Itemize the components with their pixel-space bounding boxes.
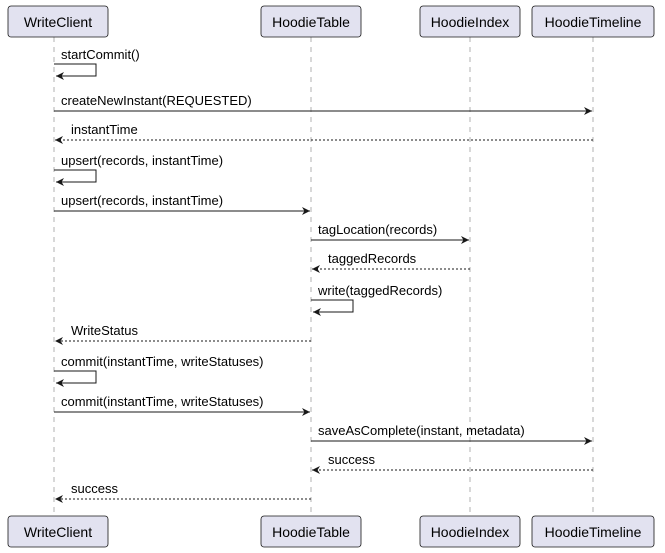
self-message-arrow [311,299,354,316]
message-1: startCommit() [54,47,140,80]
participant-bottom-tl: HoodieTimeline [531,515,655,548]
message-label: saveAsComplete(instant, metadata) [318,423,525,438]
message-9: WriteStatus [55,323,311,345]
message-label: write(taggedRecords) [317,283,442,298]
message-6: tagLocation(records) [311,222,469,244]
message-3: instantTime [55,122,593,144]
message-5: upsert(records, instantTime) [54,193,310,215]
message-label: createNewInstant(REQUESTED) [61,93,252,108]
message-label: success [71,481,118,496]
message-label: startCommit() [61,47,140,62]
participant-top-tl: HoodieTimeline [531,5,655,38]
message-label: upsert(records, instantTime) [61,153,223,168]
self-message-arrow [54,63,97,80]
participant-bottom-wc: WriteClient [7,515,109,548]
participant-top-ht: HoodieTable [260,5,362,38]
message-label: WriteStatus [71,323,138,338]
participant-top-wc: WriteClient [7,5,109,38]
message-label: success [328,452,375,467]
participant-label: WriteClient [24,14,92,30]
message-label: commit(instantTime, writeStatuses) [61,354,264,369]
message-2: createNewInstant(REQUESTED) [54,93,592,115]
message-10: commit(instantTime, writeStatuses) [54,354,264,387]
participant-label: HoodieTimeline [545,14,642,30]
participant-label: HoodieTable [272,524,350,540]
message-7: taggedRecords [312,251,470,273]
message-12: saveAsComplete(instant, metadata) [311,423,592,445]
self-message-arrow [54,370,97,387]
message-label: tagLocation(records) [318,222,437,237]
self-message-arrow [54,169,97,186]
participant-label: HoodieTimeline [545,524,642,540]
message-8: write(taggedRecords) [311,283,442,316]
message-14: success [55,481,311,503]
message-13: success [312,452,593,474]
participant-label: WriteClient [24,524,92,540]
participant-label: HoodieTable [272,14,350,30]
message-label: commit(instantTime, writeStatuses) [61,394,264,409]
message-label: upsert(records, instantTime) [61,193,223,208]
participant-bottom-ht: HoodieTable [260,515,362,548]
participant-label: HoodieIndex [431,14,510,30]
message-4: upsert(records, instantTime) [54,153,223,186]
message-label: taggedRecords [328,251,417,266]
message-label: instantTime [71,122,138,137]
participant-label: HoodieIndex [431,524,510,540]
message-11: commit(instantTime, writeStatuses) [54,394,310,416]
participant-top-hi: HoodieIndex [419,5,521,38]
participant-bottom-hi: HoodieIndex [419,515,521,548]
